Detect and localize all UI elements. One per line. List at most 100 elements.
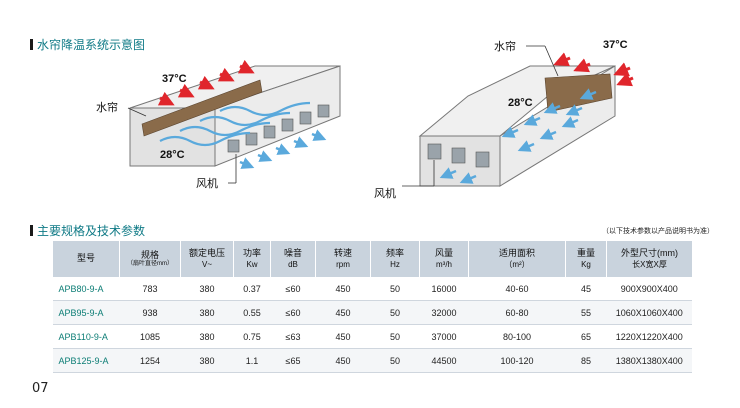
left-cool-temp: 28°C: [160, 149, 185, 161]
table-cell: 450: [315, 300, 371, 325]
table-cell: 450: [315, 348, 371, 373]
table-cell: 55: [565, 300, 607, 325]
fan-unit: [227, 139, 240, 153]
model-cell: APB110-9-A: [52, 324, 120, 349]
table-cell: 60-80: [468, 300, 566, 325]
table-cell: ≤60: [270, 277, 316, 301]
section-marker: [30, 39, 33, 50]
section-marker: [30, 225, 33, 236]
table-cell: 938: [119, 300, 181, 325]
left-cool-air-waves: [159, 101, 311, 147]
table-cell: 450: [315, 277, 371, 301]
table-cell: 37000: [419, 324, 469, 349]
specs-section-title: 主要规格及技术参数: [30, 222, 145, 239]
left-hot-temp: 37°C: [162, 73, 187, 85]
page-number: 07: [32, 381, 49, 396]
table-cell: ≤63: [270, 324, 316, 349]
table-cell: 1254: [119, 348, 181, 373]
model-cell: APB95-9-A: [52, 300, 120, 325]
table-cell: 50: [370, 300, 420, 325]
table-cell: 50: [370, 348, 420, 373]
table-cell: 50: [370, 277, 420, 301]
table-cell: 40-60: [468, 277, 566, 301]
model-cell: APB125-9-A: [52, 348, 120, 373]
table-cell: ≤60: [270, 300, 316, 325]
table-cell: 0.55: [233, 300, 271, 325]
right-greenhouse: 水帘 37°C 28°C 风机: [374, 39, 634, 200]
right-fan-label: 风机: [374, 186, 396, 200]
col-area: 适用面积（m²）: [468, 241, 566, 277]
table-cell: 380: [180, 348, 234, 373]
table-cell: 1085: [119, 324, 181, 349]
fan-unit: [299, 111, 312, 125]
specs-title: 主要规格及技术参数: [37, 224, 146, 238]
fan-unit: [475, 151, 490, 168]
fan-unit: [317, 104, 330, 118]
left-fan-label: 风机: [196, 176, 218, 190]
table-cell: 1380X1380X400: [606, 348, 692, 373]
table-cell: 16000: [419, 277, 469, 301]
col-spec: 规格（扇叶直径mm）: [119, 241, 181, 277]
table-cell: 85: [565, 348, 607, 373]
fan-unit: [263, 125, 276, 139]
table-cell: 65: [565, 324, 607, 349]
left-exhaust-arrows: [239, 129, 327, 169]
table-cell: 1220X1220X400: [606, 324, 692, 349]
table-cell: 0.37: [233, 277, 271, 301]
cooling-system-diagram: 37°C 水帘 28°C 风机: [96, 39, 634, 200]
specs-note: （以下技术参数以产品说明书为准）: [602, 227, 714, 235]
table-cell: 44500: [419, 348, 469, 373]
table-cell: 380: [180, 324, 234, 349]
fan-unit: [427, 143, 442, 160]
table-cell: ≤65: [270, 348, 316, 373]
left-water-curtain: [141, 79, 263, 137]
table-cell: 50: [370, 324, 420, 349]
leader-line: [544, 45, 559, 77]
table-cell: 783: [119, 277, 181, 301]
table-cell: 45: [565, 277, 607, 301]
table-cell: 1060X1060X400: [606, 300, 692, 325]
diagram-title: 水帘降温系统示意图: [37, 38, 146, 52]
diagram-section-title: 水帘降温系统示意图: [30, 36, 145, 53]
table-cell: 0.75: [233, 324, 271, 349]
table-cell: 80-100: [468, 324, 566, 349]
col-model: 型号: [52, 241, 120, 277]
fan-unit: [281, 118, 294, 132]
table-cell: 32000: [419, 300, 469, 325]
table-cell: 1.1: [233, 348, 271, 373]
left-fans: [227, 104, 330, 153]
left-greenhouse: 37°C 水帘 28°C 风机: [96, 59, 341, 190]
right-cool-air-arrows: [439, 88, 597, 184]
right-hot-air-arrows: [553, 52, 634, 87]
fan-unit: [451, 147, 466, 164]
leader-line: [127, 107, 147, 117]
model-cell: APB80-9-A: [52, 277, 120, 301]
table-cell: 900X900X400: [606, 277, 692, 301]
fan-unit: [245, 132, 258, 146]
table-cell: 380: [180, 300, 234, 325]
right-fans: [427, 143, 490, 168]
left-hot-air-arrows: [157, 59, 255, 106]
right-hot-temp: 37°C: [603, 39, 628, 51]
left-curtain-label: 水帘: [96, 100, 118, 114]
right-water-curtain: [544, 73, 613, 113]
table-cell: 450: [315, 324, 371, 349]
right-curtain-label: 水帘: [494, 39, 516, 53]
right-cool-temp: 28°C: [508, 97, 533, 109]
table-cell: 100-120: [468, 348, 566, 373]
col-dimensions: 外型尺寸(mm)长X宽X厚: [606, 241, 692, 277]
